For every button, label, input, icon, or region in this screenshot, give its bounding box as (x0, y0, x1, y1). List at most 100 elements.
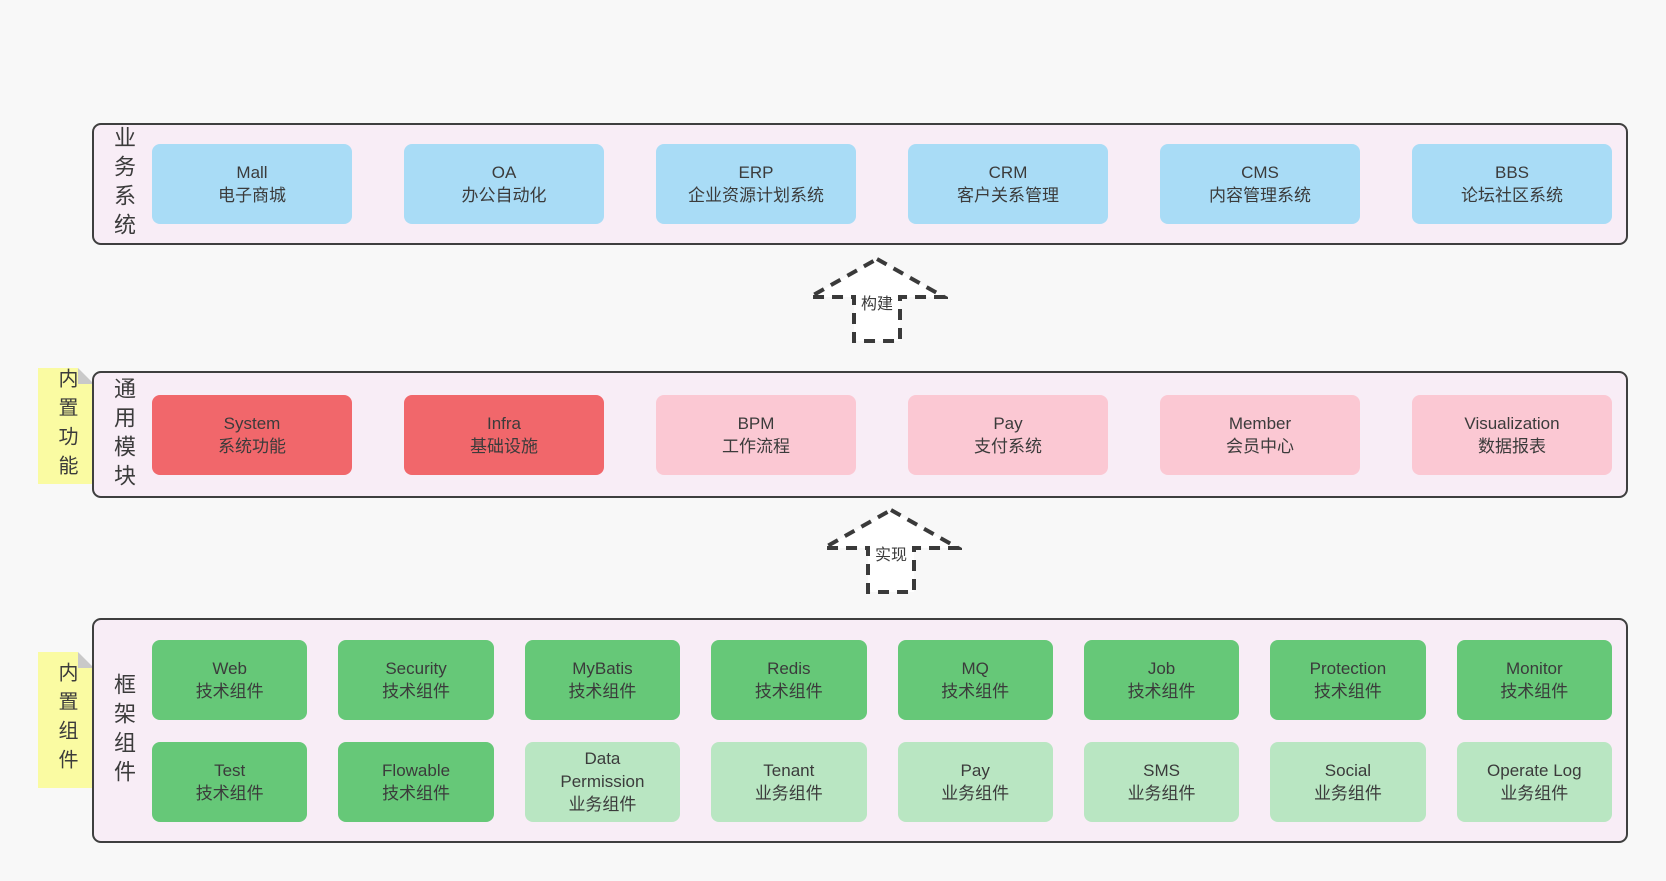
box-redis: Redis 技术组件 (711, 639, 867, 720)
box-title: Job (1147, 658, 1176, 678)
box-protection: Protection 技术组件 (1270, 639, 1426, 720)
box-subtitle: 业务组件 (1127, 783, 1196, 803)
box-title: Member (1228, 413, 1292, 433)
box-title: Redis (767, 658, 811, 678)
box-title: Mall (236, 163, 268, 182)
layer-label-components: 框架组件 (111, 672, 136, 789)
box-title: BPM (737, 413, 775, 433)
box-title: Protection (1309, 658, 1387, 678)
business-row: Mall 电子商城 OA 办公自动化 ERP 企业资源计划系统 CRM 客户关系… (152, 144, 1612, 224)
box-subtitle: 业务组件 (568, 795, 637, 814)
sticky-note-built-in-features: 内置功能 (38, 368, 94, 484)
box-job: Job 技术组件 (1083, 639, 1240, 720)
box-subtitle: 业务组件 (1313, 783, 1382, 803)
box-subtitle: 技术组件 (382, 783, 451, 803)
box-title: Data Permission (560, 749, 645, 791)
business-systems-panel: 业务系统 Mall 电子商城 OA 办公自动化 ERP 企业资源计划系统 CRM (92, 123, 1628, 245)
box-title: Security (385, 658, 447, 678)
box-title: BBS (1494, 163, 1530, 182)
box-monitor: Monitor 技术组件 (1456, 639, 1612, 720)
box-web: Web 技术组件 (152, 639, 308, 720)
box-subtitle: 论坛社区系统 (1461, 186, 1563, 205)
implement-arrow-label: 实现 (871, 539, 911, 566)
build-arrow: 构建 (806, 255, 948, 345)
common-modules-panel: 通用模块 System 系统功能 Infra 基础设施 BPM 工作流程 Pay (92, 371, 1628, 498)
box-title: Pay (960, 760, 990, 780)
box-subtitle: 系统功能 (218, 436, 286, 456)
box-title: Operate Log (1487, 760, 1582, 780)
box-erp: ERP 企业资源计划系统 (656, 144, 856, 224)
box-operate-log: Operate Log 业务组件 (1456, 741, 1612, 822)
box-title: Monitor (1505, 658, 1563, 678)
box-subtitle: 技术组件 (754, 681, 823, 701)
box-subtitle: 业务组件 (941, 783, 1010, 803)
implement-arrow: 实现 (820, 505, 962, 597)
box-bpm: BPM 工作流程 (656, 394, 856, 475)
box-subtitle: 技术组件 (1500, 681, 1569, 701)
box-subtitle: 企业资源计划系统 (688, 186, 824, 205)
box-title: ERP (738, 163, 774, 182)
box-flowable: Flowable 技术组件 (338, 741, 494, 822)
box-subtitle: 技术组件 (568, 681, 637, 701)
framework-components-panel: 框架组件 Web 技术组件 Security 技术组件 MyBatis 技术组件… (92, 618, 1628, 843)
box-title: Tenant (763, 760, 815, 780)
box-subtitle: 技术组件 (1313, 681, 1382, 701)
box-oa: OA 办公自动化 (404, 144, 604, 224)
layer-label-column: 业务系统 (94, 125, 152, 243)
build-arrow-label: 构建 (857, 288, 897, 315)
sticky-note-label: 内置功能 (55, 368, 77, 484)
box-member: Member 会员中心 (1160, 394, 1360, 475)
box-title: MyBatis (572, 658, 633, 678)
box-mq: MQ 技术组件 (897, 639, 1053, 720)
box-subtitle: 办公自动化 (461, 186, 547, 205)
box-subtitle: 基础设施 (470, 436, 538, 456)
box-title: Test (214, 760, 246, 780)
box-subtitle: 会员中心 (1226, 436, 1294, 456)
box-title: Infra (486, 413, 522, 433)
layer-label-column: 通用模块 (94, 373, 152, 496)
box-subtitle: 技术组件 (941, 681, 1010, 701)
box-tenant: Tenant 业务组件 (711, 741, 867, 822)
layer-label-column: 框架组件 (94, 620, 152, 841)
box-title: Pay (993, 413, 1023, 433)
box-title: OA (491, 163, 517, 182)
box-subtitle: 业务组件 (1500, 783, 1569, 803)
box-security: Security 技术组件 (338, 639, 494, 720)
box-subtitle: 电子商城 (218, 186, 286, 205)
box-system: System 系统功能 (152, 394, 352, 475)
box-title: CRM (988, 163, 1028, 182)
box-social: Social 业务组件 (1270, 741, 1426, 822)
box-subtitle: 工作流程 (722, 436, 790, 456)
sticky-note-label: 内置组件 (55, 662, 77, 778)
box-subtitle: 客户关系管理 (957, 186, 1059, 205)
business-rows: Mall 电子商城 OA 办公自动化 ERP 企业资源计划系统 CRM 客户关系… (152, 144, 1612, 224)
box-title: MQ (961, 658, 989, 678)
box-cms: CMS 内容管理系统 (1160, 144, 1360, 224)
box-title: System (223, 413, 281, 433)
box-subtitle: 技术组件 (1127, 681, 1196, 701)
box-crm: CRM 客户关系管理 (908, 144, 1108, 224)
box-subtitle: 业务组件 (754, 783, 823, 803)
box-subtitle: 技术组件 (195, 783, 264, 803)
components-rows: Web 技术组件 Security 技术组件 MyBatis 技术组件 Redi… (152, 639, 1612, 822)
box-title: Flowable (382, 760, 451, 780)
layer-label-modules: 通用模块 (111, 376, 136, 493)
box-mall: Mall 电子商城 (152, 144, 352, 224)
box-visualization: Visualization 数据报表 (1412, 394, 1612, 475)
box-infra: Infra 基础设施 (404, 394, 604, 475)
box-test: Test 技术组件 (152, 741, 308, 822)
box-bbs: BBS 论坛社区系统 (1412, 144, 1612, 224)
modules-rows: System 系统功能 Infra 基础设施 BPM 工作流程 Pay 支付系统… (152, 394, 1612, 475)
box-subtitle: 技术组件 (382, 681, 451, 701)
components-row-1: Web 技术组件 Security 技术组件 MyBatis 技术组件 Redi… (152, 639, 1612, 720)
components-row-2: Test 技术组件 Flowable 技术组件 Data Permission … (152, 741, 1612, 822)
box-title: SMS (1143, 760, 1180, 780)
box-subtitle: 数据报表 (1478, 436, 1546, 456)
box-subtitle: 内容管理系统 (1209, 186, 1311, 205)
modules-row: System 系统功能 Infra 基础设施 BPM 工作流程 Pay 支付系统… (152, 394, 1612, 475)
box-title: Social (1324, 760, 1372, 780)
box-title: Visualization (1464, 413, 1560, 433)
box-pay-biz: Pay 业务组件 (897, 741, 1053, 822)
box-title: Web (212, 658, 248, 678)
